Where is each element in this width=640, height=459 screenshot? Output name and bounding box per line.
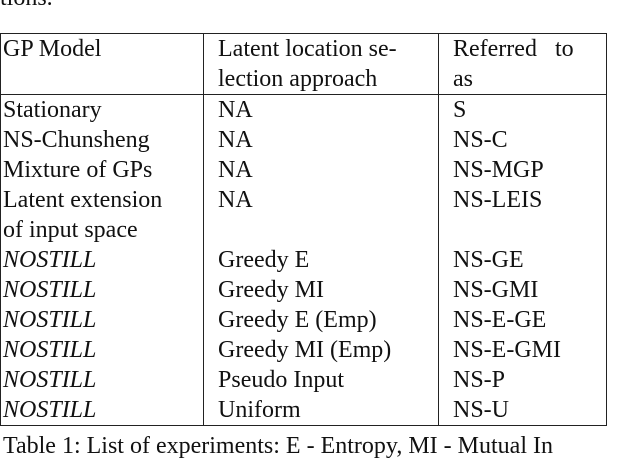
cell-approach: Greedy MI (Emp) — [203, 335, 439, 365]
cell-gp-model: NOSTILL — [0, 275, 204, 305]
cell-approach: Greedy E (Emp) — [203, 305, 439, 335]
cell-referred-as: NS-E-GE — [438, 305, 607, 335]
cell-gp-model: Stationary — [0, 94, 204, 125]
header-referred: Referred to as — [438, 33, 607, 95]
table-header-row: GP Model Latent location se- lection app… — [0, 33, 607, 95]
gp-model-text: Mixture of GPs — [3, 157, 153, 183]
cell-approach: Pseudo Input — [203, 365, 439, 395]
cell-approach: Uniform — [203, 395, 439, 426]
cell-referred-as: NS-E-GMI — [438, 335, 607, 365]
cell-approach: Greedy MI — [203, 275, 439, 305]
gp-model-text: NOSTILL — [3, 247, 97, 273]
gp-model-text: Stationary — [3, 97, 102, 123]
header-gp-model: GP Model — [0, 33, 204, 95]
header-referred-line1: Referred to — [453, 36, 574, 62]
header-referred-line2: as — [453, 66, 473, 92]
header-approach: Latent location se- lection approach — [203, 33, 439, 95]
cell-approach: NA — [203, 185, 439, 245]
header-approach-line2: lection approach — [218, 66, 378, 92]
cell-gp-model: Latent extension of input space — [0, 185, 204, 245]
gp-model-text: NS-Chunsheng — [3, 127, 150, 153]
gp-model-text: NOSTILL — [3, 337, 97, 363]
header-approach-line1: Latent location se- — [218, 36, 397, 62]
gp-model-text: Latent extension — [3, 187, 163, 213]
cell-gp-model: NS-Chunsheng — [0, 125, 204, 155]
cell-gp-model: NOSTILL — [0, 365, 204, 395]
cell-approach: NA — [203, 94, 439, 125]
table-row: NOSTILL Greedy MI (Emp)NS-E-GMI — [0, 335, 607, 365]
gp-model-text: NOSTILL — [3, 307, 97, 333]
gp-model-text: NOSTILL — [3, 367, 97, 393]
cell-referred-as: NS-GMI — [438, 275, 607, 305]
gp-model-text-line2: of input space — [3, 217, 138, 243]
cell-referred-as: NS-P — [438, 365, 607, 395]
cell-approach: NA — [203, 155, 439, 185]
cell-gp-model: NOSTILL — [0, 395, 204, 426]
table-row: NOSTILL Greedy E (Emp)NS-E-GE — [0, 305, 607, 335]
table-caption: Table 1: List of experiments: E - Entrop… — [3, 433, 553, 459]
gp-model-text: NOSTILL — [3, 397, 97, 423]
cell-approach: Greedy E — [203, 245, 439, 275]
cell-referred-as: NS-GE — [438, 245, 607, 275]
cell-gp-model: NOSTILL — [0, 245, 204, 275]
cell-referred-as: NS-LEIS — [438, 185, 607, 245]
cell-referred-as: NS-U — [438, 395, 607, 426]
cell-referred-as: NS-MGP — [438, 155, 607, 185]
cell-approach: NA — [203, 125, 439, 155]
cell-referred-as: S — [438, 94, 607, 125]
header-gp-model-label: GP Model — [3, 36, 102, 62]
cell-gp-model: NOSTILL — [0, 335, 204, 365]
cell-referred-as: NS-C — [438, 125, 607, 155]
experiments-table: GP Model Latent location se- lection app… — [0, 33, 607, 426]
cell-gp-model: Mixture of GPs — [0, 155, 204, 185]
cell-gp-model: NOSTILL — [0, 305, 204, 335]
gp-model-text: NOSTILL — [3, 277, 97, 303]
